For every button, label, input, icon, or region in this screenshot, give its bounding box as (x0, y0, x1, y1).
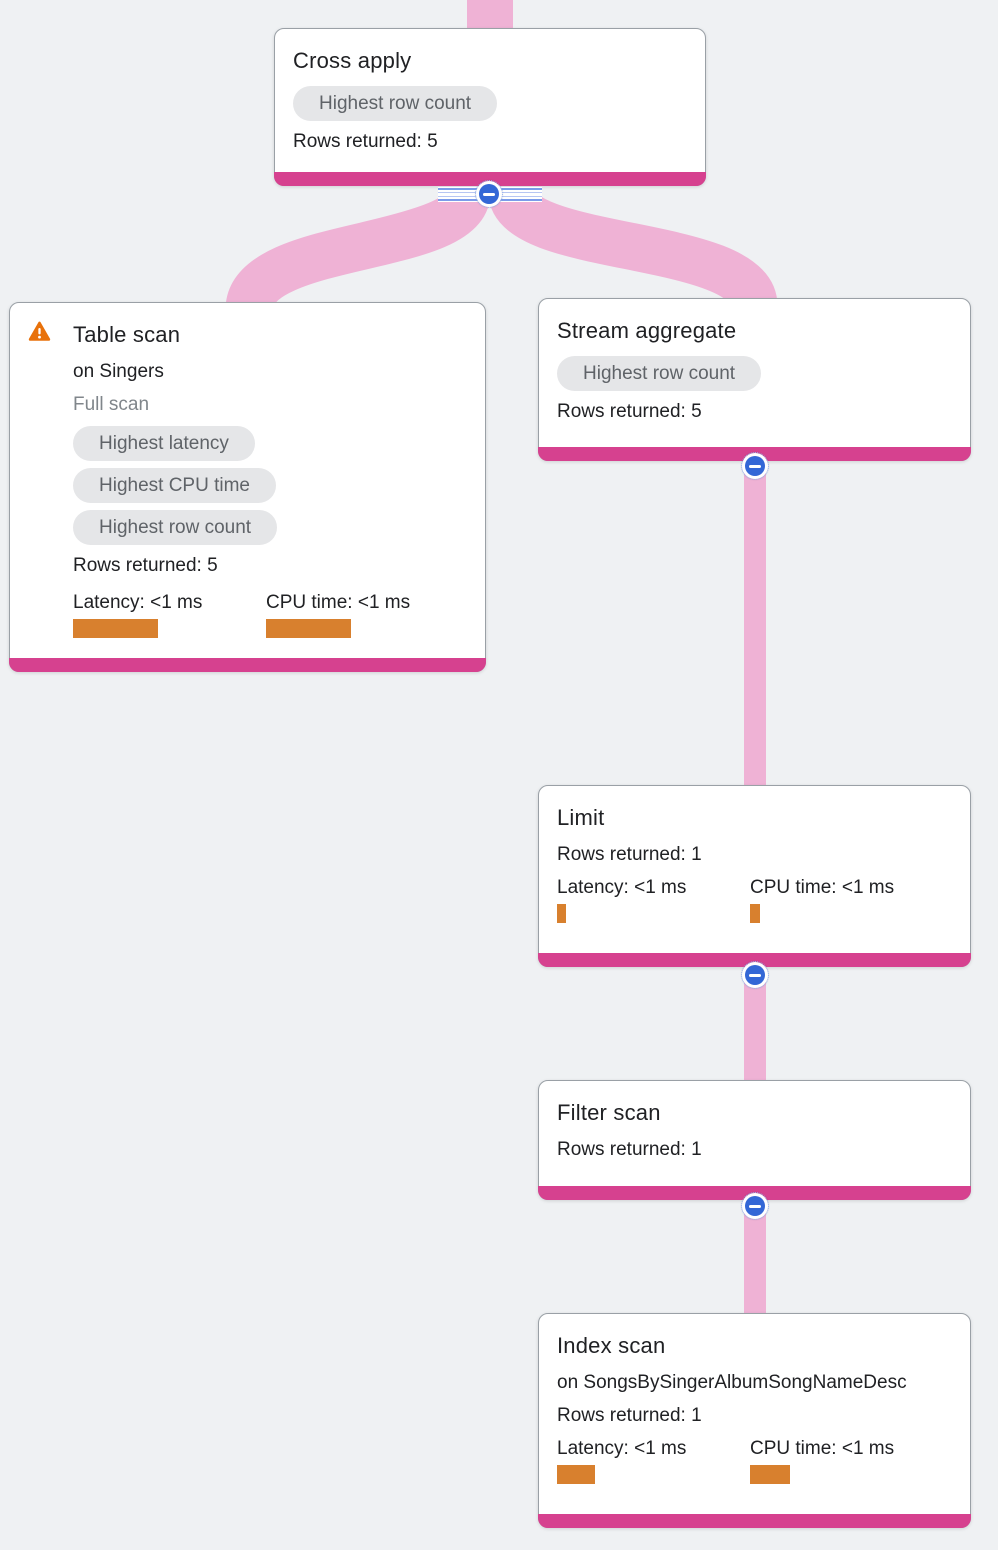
latency-bar (557, 1465, 595, 1484)
cpu-time-bar (266, 619, 351, 638)
node-title: Index scan (557, 1333, 666, 1358)
collapse-button-filter-scan[interactable] (741, 1192, 769, 1220)
minus-icon (745, 1196, 765, 1216)
minus-icon (479, 184, 499, 204)
warning-icon (27, 319, 52, 344)
rows-returned: Rows returned: 1 (557, 1139, 702, 1160)
edge-stream-aggregate-limit (744, 455, 766, 790)
plan-node-index-scan[interactable]: Index scan on SongsBySingerAlbumSongName… (538, 1313, 971, 1528)
latency-label: Latency: <1 ms (73, 592, 203, 613)
scan-target: on Singers (73, 361, 164, 382)
badge-highest-latency: Highest latency (73, 426, 255, 461)
node-title: Cross apply (293, 48, 412, 73)
minus-icon (745, 456, 765, 476)
plan-node-cross-apply[interactable]: Cross apply Highest row count Rows retur… (274, 28, 706, 186)
node-title: Stream aggregate (557, 318, 737, 343)
plan-node-stream-aggregate[interactable]: Stream aggregate Highest row count Rows … (538, 298, 971, 461)
cpu-time-label: CPU time: <1 ms (750, 1438, 895, 1459)
latency-bar (73, 619, 158, 638)
badge-highest-row-count: Highest row count (293, 86, 498, 121)
edge-limit-filter-scan (744, 960, 766, 1085)
node-title: Filter scan (557, 1100, 661, 1125)
latency-bar (557, 904, 566, 923)
rows-returned: Rows returned: 5 (557, 401, 702, 422)
cpu-time-bar (750, 904, 760, 923)
collapse-button-cross-apply[interactable] (475, 180, 503, 208)
plan-node-limit[interactable]: Limit Rows returned: 1 Latency: <1 ms CP… (538, 785, 971, 967)
latency-label: Latency: <1 ms (557, 1438, 687, 1459)
rows-returned: Rows returned: 1 (557, 1405, 702, 1426)
cpu-time-label: CPU time: <1 ms (750, 877, 895, 898)
rows-returned: Rows returned: 5 (73, 555, 218, 576)
scan-type: Full scan (73, 394, 150, 415)
rows-returned: Rows returned: 5 (293, 131, 438, 152)
collapse-button-limit[interactable] (741, 961, 769, 989)
minus-icon (745, 965, 765, 985)
scan-target: on SongsBySingerAlbumSongNameDesc (557, 1372, 907, 1393)
node-accent-bar (538, 1514, 971, 1528)
rows-returned: Rows returned: 1 (557, 844, 702, 865)
node-title: Table scan (73, 322, 181, 347)
cpu-time-label: CPU time: <1 ms (266, 592, 411, 613)
node-accent-bar (274, 172, 706, 186)
badge-highest-row-count: Highest row count (557, 356, 762, 391)
cpu-time-bar (750, 1465, 790, 1484)
collapse-button-stream-aggregate[interactable] (741, 452, 769, 480)
plan-node-filter-scan[interactable]: Filter scan Rows returned: 1 (538, 1080, 971, 1200)
edge-filter-scan-index-scan (744, 1195, 766, 1320)
badge-highest-row-count: Highest row count (73, 510, 278, 545)
edge-cross-apply-stream-aggregate (488, 187, 778, 311)
node-accent-bar (538, 953, 971, 967)
node-accent-bar (9, 658, 486, 672)
edge-parent-cross-apply (467, 0, 513, 32)
node-title: Limit (557, 805, 605, 830)
edge-cross-apply-table-scan (225, 187, 491, 314)
plan-node-table-scan[interactable]: Table scan on Singers Full scan Highest … (9, 302, 486, 672)
latency-label: Latency: <1 ms (557, 877, 687, 898)
badge-highest-cpu-time: Highest CPU time (73, 468, 276, 503)
